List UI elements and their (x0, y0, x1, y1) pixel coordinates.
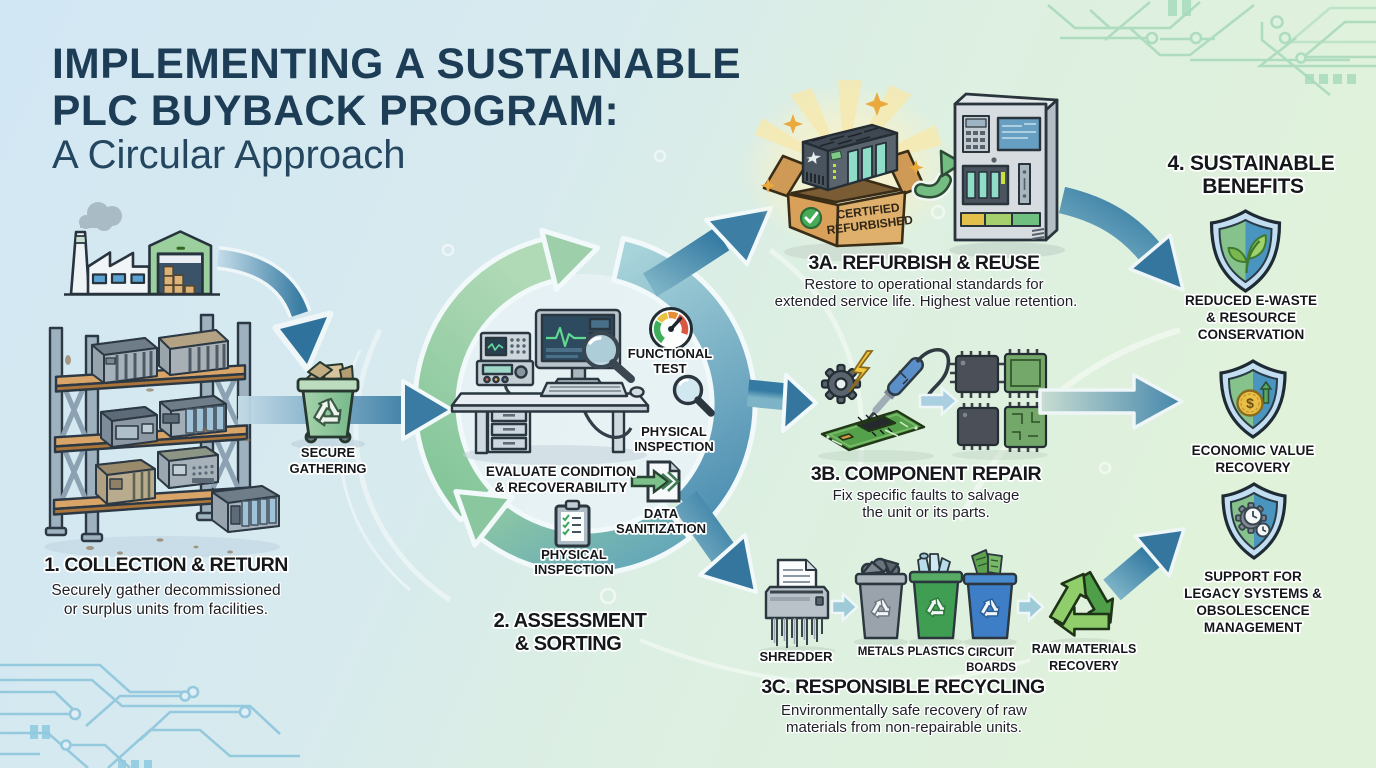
svg-text:$: $ (1246, 395, 1254, 411)
svg-text:Restore to operational standar: Restore to operational standards for (804, 276, 1043, 293)
svg-text:3A. REFURBISH & REUSE: 3A. REFURBISH & REUSE (808, 252, 1040, 274)
svg-text:PHYSICAL: PHYSICAL (541, 547, 607, 562)
svg-text:4. SUSTAINABLE: 4. SUSTAINABLE (1168, 152, 1335, 175)
svg-text:LEGACY SYSTEMS &: LEGACY SYSTEMS & (1184, 586, 1322, 601)
svg-text:BOARDS: BOARDS (966, 662, 1016, 674)
svg-text:SUPPORT FOR: SUPPORT FOR (1204, 569, 1302, 584)
svg-text:PLC BUYBACK PROGRAM:: PLC BUYBACK PROGRAM: (52, 88, 619, 135)
svg-text:GATHERING: GATHERING (289, 461, 366, 476)
svg-text:Environmentally safe recovery: Environmentally safe recovery of raw (781, 702, 1027, 719)
svg-text:CONSERVATION: CONSERVATION (1198, 327, 1305, 342)
svg-text:materials from non-repairable: materials from non-repairable units. (786, 719, 1022, 736)
svg-text:ECONOMIC VALUE: ECONOMIC VALUE (1192, 443, 1315, 458)
svg-text:& SORTING: & SORTING (515, 633, 622, 655)
svg-text:SECURE: SECURE (301, 445, 356, 460)
svg-text:CIRCUIT: CIRCUIT (968, 647, 1015, 659)
svg-text:the unit or its parts.: the unit or its parts. (862, 504, 990, 521)
svg-text:FUNCTIONAL: FUNCTIONAL (628, 346, 713, 361)
svg-text:Securely gather decommissioned: Securely gather decommissioned (51, 582, 280, 599)
svg-text:PHYSICAL: PHYSICAL (641, 424, 707, 439)
svg-text:1. COLLECTION & RETURN: 1. COLLECTION & RETURN (44, 554, 288, 576)
svg-text:TEST: TEST (653, 361, 686, 376)
svg-text:INSPECTION: INSPECTION (534, 562, 613, 577)
svg-text:SANITIZATION: SANITIZATION (616, 521, 706, 536)
svg-text:2. ASSESSMENT: 2. ASSESSMENT (494, 610, 647, 632)
svg-text:MANAGEMENT: MANAGEMENT (1204, 620, 1303, 635)
svg-text:RECOVERY: RECOVERY (1215, 460, 1290, 475)
svg-text:RECOVERY: RECOVERY (1049, 659, 1119, 673)
svg-text:EVALUATE CONDITION: EVALUATE CONDITION (486, 464, 636, 479)
svg-text:METALS: METALS (858, 646, 905, 658)
svg-text:A Circular Approach: A Circular Approach (52, 133, 406, 177)
svg-text:REDUCED E-WASTE: REDUCED E-WASTE (1185, 293, 1317, 308)
svg-text:SHREDDER: SHREDDER (760, 649, 834, 664)
svg-text:3C. RESPONSIBLE RECYCLING: 3C. RESPONSIBLE RECYCLING (761, 676, 1044, 698)
svg-text:PLASTICS: PLASTICS (908, 646, 965, 658)
svg-text:DATA: DATA (644, 506, 679, 521)
svg-text:RAW MATERIALS: RAW MATERIALS (1032, 642, 1137, 656)
svg-text:INSPECTION: INSPECTION (634, 439, 713, 454)
svg-text:& RECOVERABILITY: & RECOVERABILITY (495, 480, 628, 495)
svg-text:or surplus units from faciliti: or surplus units from facilities. (64, 601, 268, 618)
svg-text:OBSOLESCENCE: OBSOLESCENCE (1196, 603, 1309, 618)
svg-text:Fix specific faults to salvage: Fix specific faults to salvage (833, 487, 1020, 504)
svg-text:extended service life. Highest: extended service life. Highest value ret… (775, 293, 1078, 310)
svg-text:3B. COMPONENT REPAIR: 3B. COMPONENT REPAIR (811, 463, 1042, 485)
svg-text:& RESOURCE: & RESOURCE (1206, 310, 1296, 325)
svg-text:BENEFITS: BENEFITS (1202, 175, 1304, 198)
svg-text:IMPLEMENTING A SUSTAINABLE: IMPLEMENTING A SUSTAINABLE (52, 41, 741, 88)
